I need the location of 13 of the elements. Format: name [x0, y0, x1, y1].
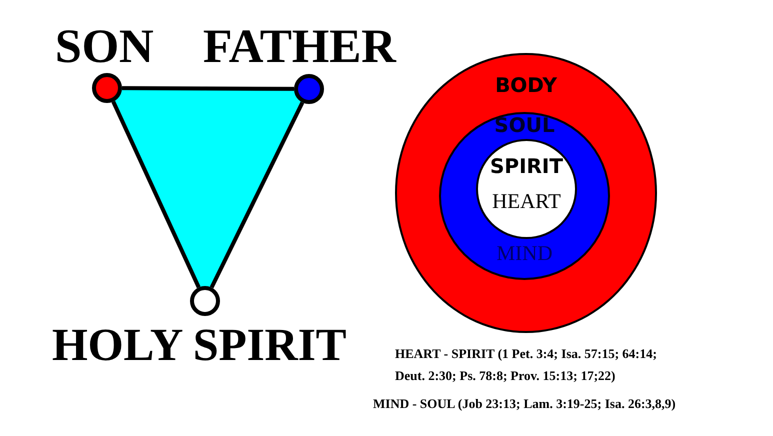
triangle-side-line	[111, 100, 201, 288]
vertex-label: FATHER	[203, 23, 396, 71]
scripture-reference-note: HEART - SPIRIT (1 Pet. 3:4; Isa. 57:15; 64:14; Deut. 2:30; Ps. 78:8; Prov. 15:13; 17;22)	[395, 345, 658, 385]
ring-label: BODY	[495, 75, 557, 95]
vertex-label: HOLY SPIRIT	[52, 322, 346, 368]
vertex-label: SON	[55, 23, 154, 71]
triangle-side-line	[210, 102, 304, 288]
ring-label: SPIRIT	[490, 156, 563, 176]
triangle-side-line	[122, 86, 294, 91]
ring-label: MIND	[496, 243, 552, 264]
scripture-reference-note: MIND - SOUL (Job 23:13; Lam. 3:19-25; Isa. 26:3,8,9)	[373, 395, 677, 413]
ring-label: HEART	[492, 191, 561, 212]
ring-label: SOUL	[494, 115, 555, 135]
